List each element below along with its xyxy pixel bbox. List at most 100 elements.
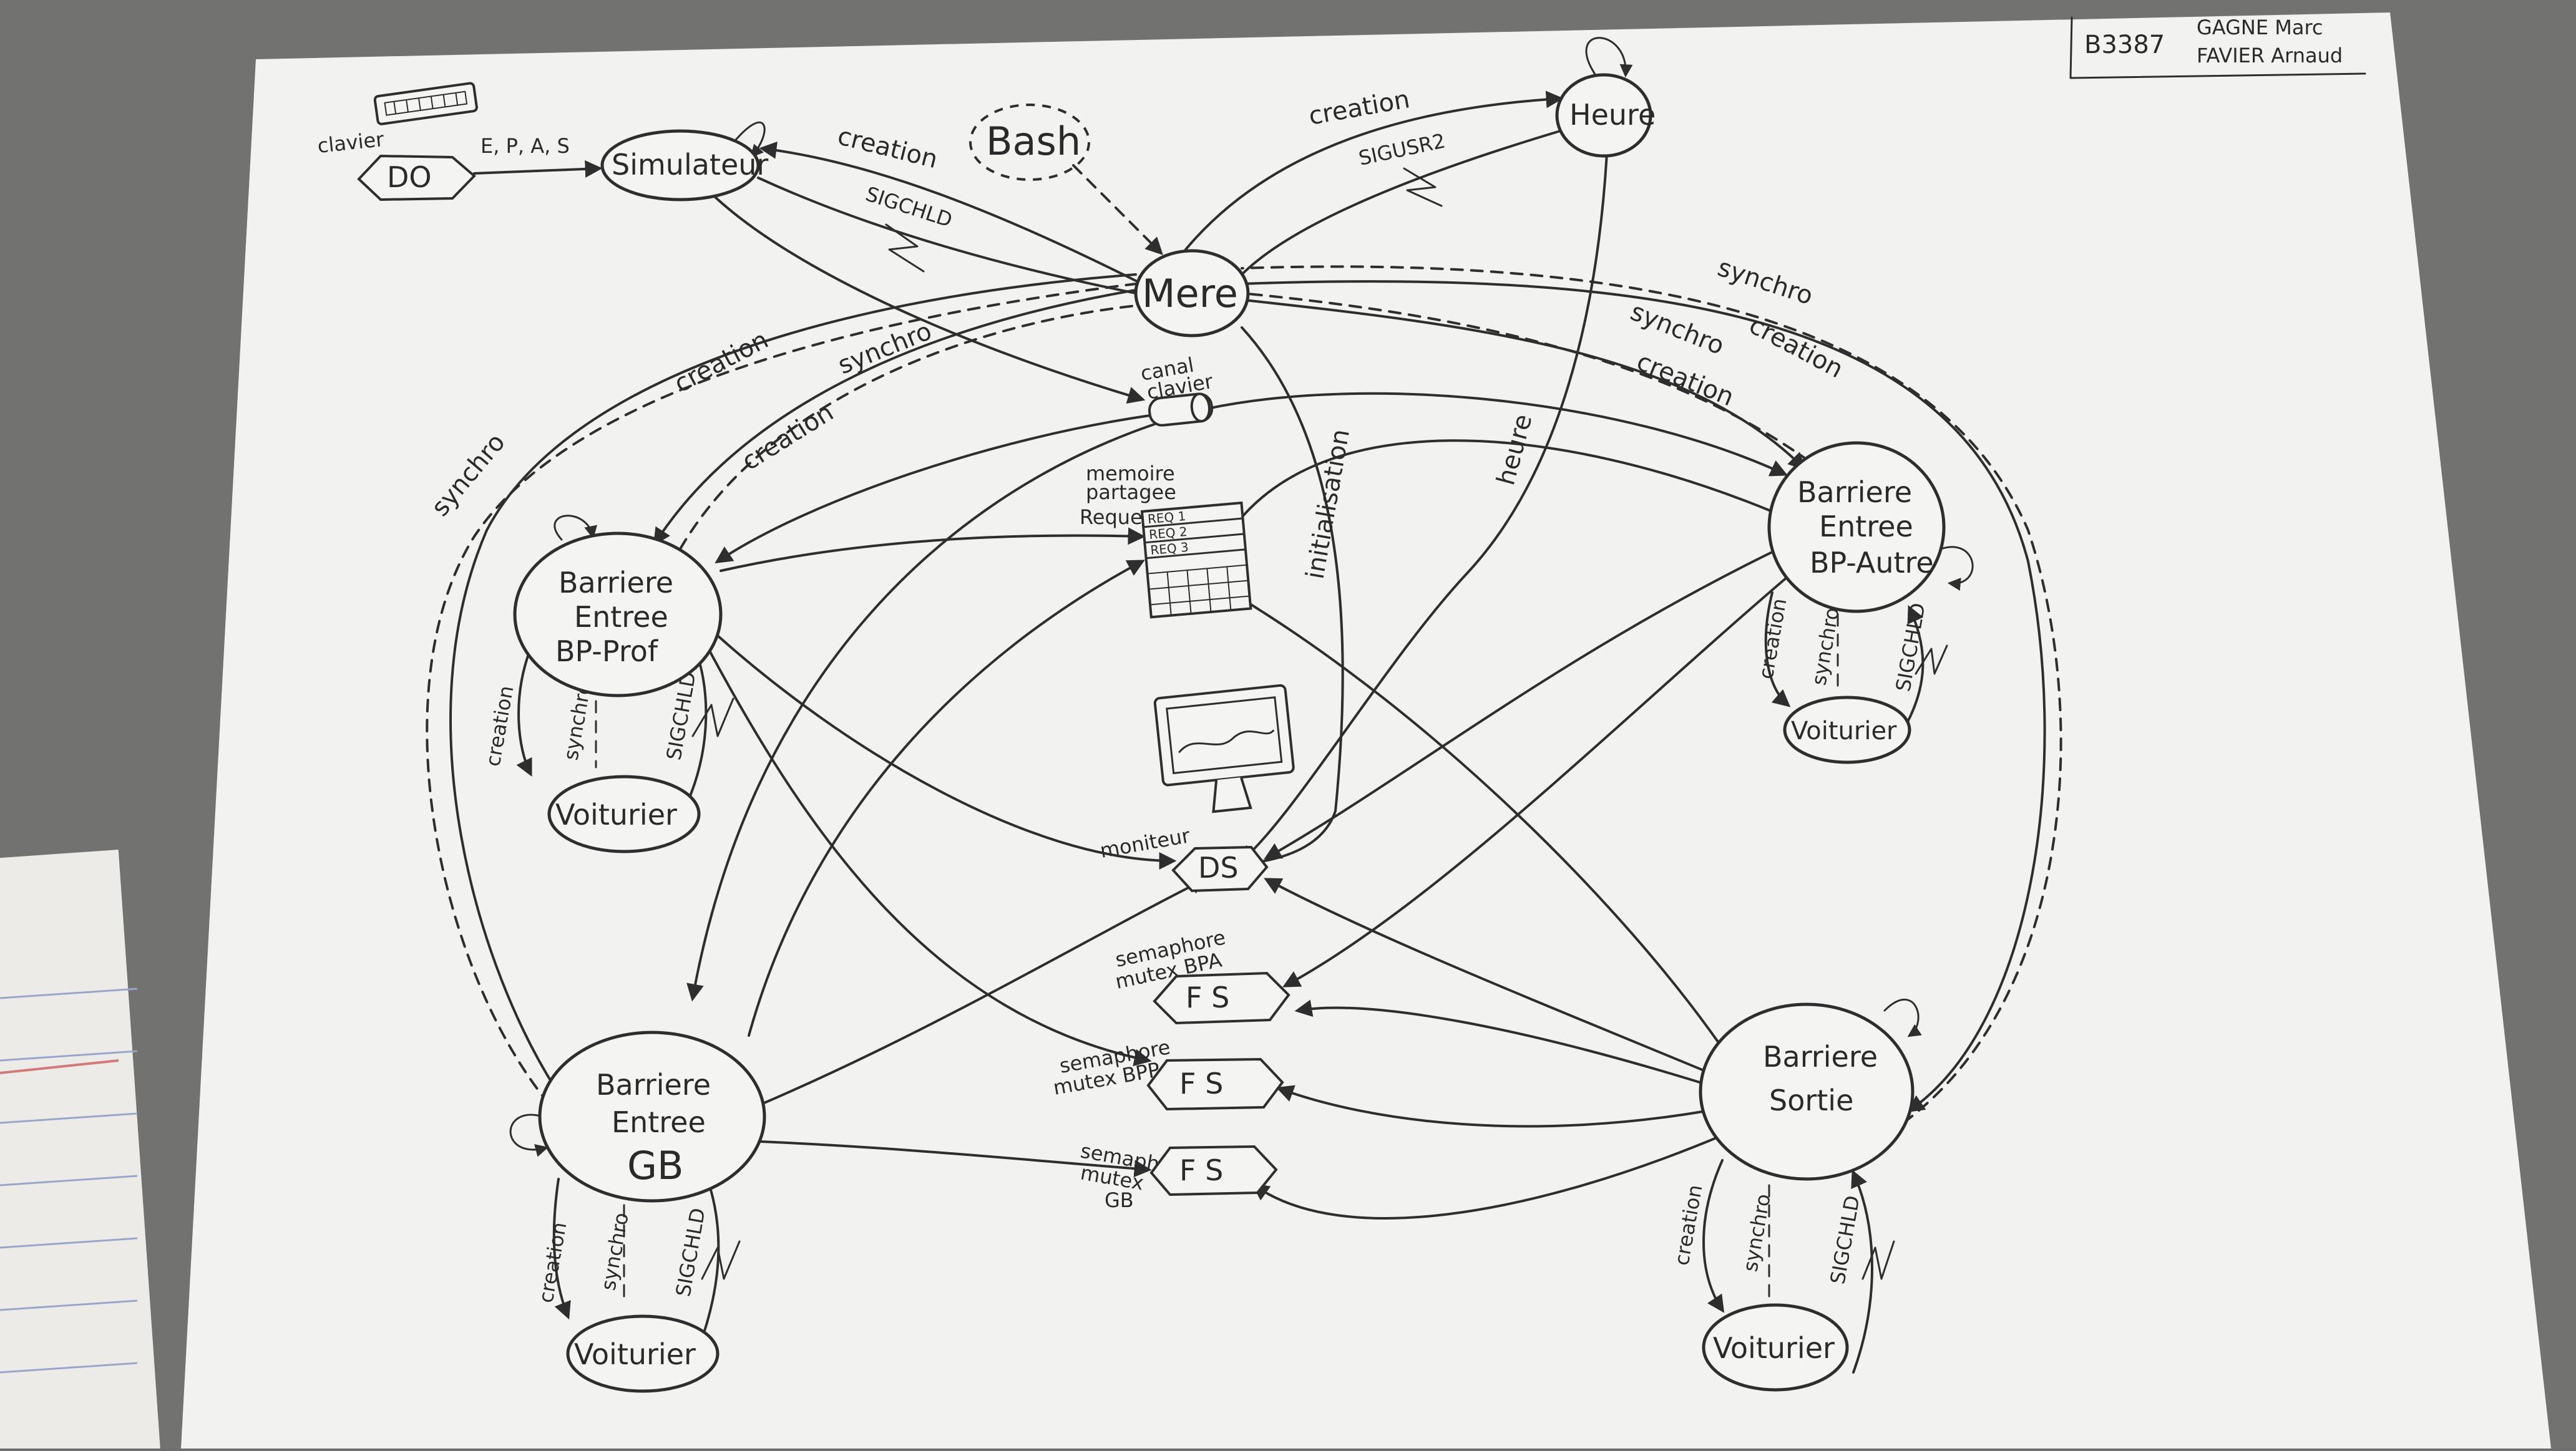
req-2: REQ 2: [1148, 524, 1188, 542]
paper-sheet: [181, 12, 2551, 1449]
node-bpprof-line2: Entree: [574, 600, 668, 634]
header-author1: GAGNE Marc: [2197, 16, 2323, 39]
node-bpprof-line3: BP-Prof: [555, 634, 659, 668]
edge-bpprof-ds: [710, 629, 1177, 870]
sigchld-zigzag-sortie: [1861, 1240, 1895, 1280]
node-fs-gb: [1149, 1145, 1278, 1196]
node-fs-bpp: [1146, 1057, 1284, 1111]
edge-bpprof-voiturier: [516, 648, 532, 777]
header-author2: FAVIER Arnaud: [2197, 44, 2343, 67]
node-bpautre-line1: Barriere: [1797, 475, 1912, 509]
node-barriere-bpprof: [513, 531, 723, 697]
req-1: REQ 1: [1147, 508, 1186, 527]
edge-mere-heure-creation: [1184, 90, 1564, 251]
node-bash-label: Bash: [986, 119, 1081, 164]
edge-bpautre-fsbpa: [1282, 573, 1792, 988]
node-sortie-line2: Sortie: [1769, 1084, 1853, 1117]
edge-do-simulateur: [473, 160, 603, 178]
node-gb-line3: GB: [627, 1143, 684, 1188]
node-voiturier-bpautre-label: Voiturier: [1791, 717, 1897, 745]
node-bpautre-line2: Entree: [1819, 510, 1913, 543]
node-fs-bpa: [1153, 971, 1290, 1025]
node-voiturier-gb: [566, 1314, 720, 1393]
keyboard-icon: [373, 82, 478, 125]
edge-simulateur-mere-sigchld: [757, 177, 1137, 294]
edge-gb-mere-synchro: [426, 283, 1137, 1105]
req-3: REQ 3: [1149, 540, 1189, 558]
edge-bpautre-mere-synchro: [1241, 292, 1811, 463]
edge-gb-fsgb: [760, 1140, 1152, 1178]
edge-sortie-self: [1883, 999, 1922, 1037]
edge-heure-mere-sigusr2: [1241, 130, 1561, 276]
node-heure: [1555, 73, 1652, 158]
node-simulateur-label: Simulateur: [612, 148, 768, 182]
edge-sortie-mere-synchro: [1241, 265, 2062, 1124]
label-epas: E, P, A, S: [481, 134, 570, 158]
node-voiturier-bpprof: [547, 775, 701, 853]
edges: [426, 37, 2062, 1374]
edge-sortie-voiturier: [1702, 1159, 1725, 1313]
node-simulateur: [600, 129, 760, 201]
node-ds: [1171, 845, 1269, 893]
edge-bpautre-ds: [1264, 548, 1780, 860]
node-mere-label: Mere: [1142, 271, 1238, 316]
edge-bpprof-memoire: [720, 527, 1146, 572]
node-bpprof-line1: Barriere: [559, 566, 673, 599]
notebook-sheet: [0, 849, 162, 1451]
node-voiturier-bpautre: [1783, 696, 1911, 764]
monitor-icon: [1153, 684, 1295, 813]
node-gb-line1: Barriere: [596, 1068, 711, 1102]
edge-sortie-fsbpa: [1294, 999, 1711, 1087]
node-voiturier-sortie-label: Voiturier: [1713, 1331, 1835, 1365]
node-mere: [1134, 249, 1250, 337]
notebook-margin: [0, 1059, 119, 1074]
edge-bpautre-self: [1939, 546, 1974, 591]
edge-mere-simulateur-creation: [759, 141, 1137, 282]
edge-simulateur-canal: [713, 195, 1146, 404]
node-barriere-gb: [538, 1031, 766, 1203]
node-voiturier-gb-label: Voiturier: [574, 1337, 696, 1371]
sigchld-zigzag-bpautre: [1915, 644, 1948, 675]
node-gb-line2: Entree: [612, 1105, 706, 1139]
label-memoire-1: memoire: [1086, 462, 1175, 485]
node-ds-label: DS: [1198, 851, 1239, 885]
node-fs-bpp-label: F S: [1179, 1067, 1223, 1100]
node-barriere-sortie: [1699, 1002, 1915, 1181]
edge-sortie-fsgb: [1251, 1134, 1724, 1220]
node-fs-bpa-label: F S: [1186, 981, 1229, 1014]
node-barriere-bpautre: [1767, 441, 1946, 613]
node-do-label: DO: [387, 160, 432, 194]
label-sem-gb-3: GB: [1105, 1188, 1134, 1212]
edge-simulateur-self: [729, 121, 766, 158]
edge-bpautre-voiturier: [1764, 591, 1791, 707]
sigchld-zigzag-gb: [701, 1240, 741, 1280]
edge-canal-bpprof: [715, 414, 1156, 564]
edge-voiturier-sortie: [1851, 1169, 1873, 1374]
sigusr2-zigzag: [1403, 167, 1443, 207]
pipe-icon: [1148, 392, 1214, 427]
edge-gb-voiturier: [552, 1178, 571, 1320]
edge-canal-gb: [686, 423, 1156, 1002]
edge-mere-ds-init: [1238, 326, 1344, 872]
edge-mere-bpautre-creation: [1237, 298, 1806, 470]
sigchld-zigzag-bpprof: [691, 697, 734, 737]
edge-gb-memoire: [748, 560, 1145, 1037]
edge-bash-mere: [1072, 164, 1163, 255]
shared-memory-grid: REQ 1 REQ 2 REQ 3: [1140, 501, 1252, 619]
edge-bpprof-self: [554, 515, 597, 541]
node-do: [357, 154, 476, 201]
edge-mere-sortie-creation: [1241, 280, 2046, 1113]
header-box: [2069, 16, 2366, 79]
edge-gb-self: [509, 1114, 549, 1157]
sigchld-zigzag-simulateur: [885, 223, 925, 273]
edge-bpprof-mere-synchro: [679, 304, 1137, 550]
label-memoire-2: partagee: [1086, 480, 1176, 504]
edge-bpautre-memoire: [1222, 439, 1773, 544]
node-heure-label: Heure: [1569, 98, 1656, 132]
node-fs-gb-label: F S: [1179, 1153, 1223, 1187]
edge-heure-ds: [1239, 152, 1608, 863]
header-code: B3387: [2084, 31, 2165, 59]
edge-voiturier-bpautre: [1902, 604, 1925, 731]
